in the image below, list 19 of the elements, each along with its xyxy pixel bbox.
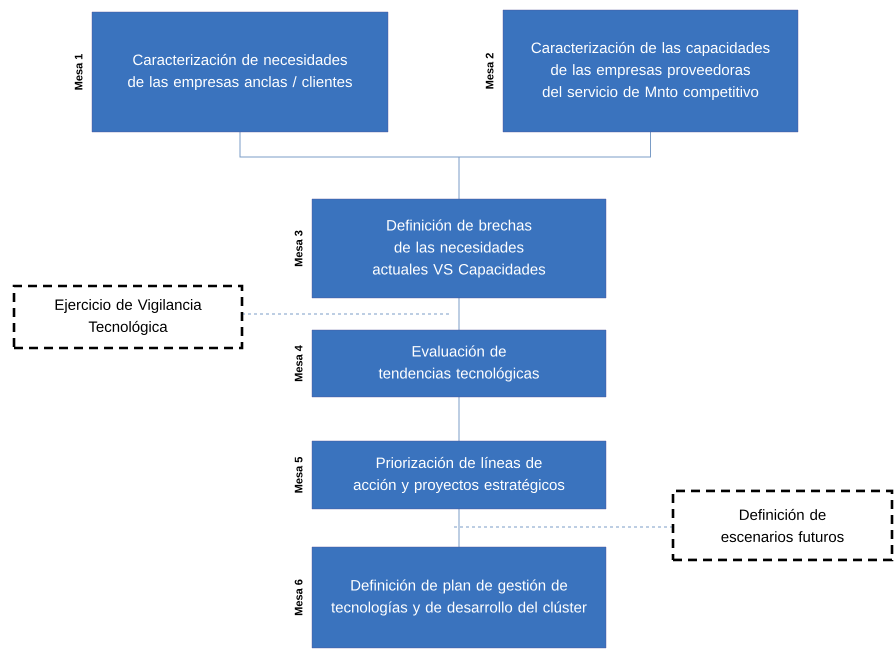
process-box: Caracterización de necesidades de las empresas anclas / clientes xyxy=(92,12,388,132)
process-box: Priorización de líneas de acción y proyectos estratégicos xyxy=(312,440,606,510)
side-label: Mesa 1 xyxy=(74,54,82,90)
process-box: Evaluación de tendencias tecnológicas xyxy=(312,330,606,398)
note-box: Definición de escenarios futuros xyxy=(672,490,894,562)
process-box: Caracterización de las capacidades de las empresas proveedoras del servicio de Mnto competitivo xyxy=(502,10,798,132)
connector-line xyxy=(458,132,651,200)
side-label: Mesa 3 xyxy=(294,230,302,266)
side-label: Mesa 4 xyxy=(294,345,302,382)
connector-line xyxy=(458,396,460,442)
connector-line xyxy=(452,526,674,528)
note-box: Ejercicio de Vigilancia Tecnológica xyxy=(12,284,244,350)
side-label: Mesa 5 xyxy=(294,456,302,493)
side-label: Mesa 6 xyxy=(294,580,302,616)
connector-line xyxy=(458,297,460,330)
connector-line xyxy=(458,508,460,548)
process-box: Definición de plan de gestión de tecnologías y de desarrollo del clúster xyxy=(312,546,606,648)
side-label: Mesa 2 xyxy=(486,53,494,89)
process-box: Definición de brechas de las necesidades actuales VS Capacidades xyxy=(312,198,606,298)
